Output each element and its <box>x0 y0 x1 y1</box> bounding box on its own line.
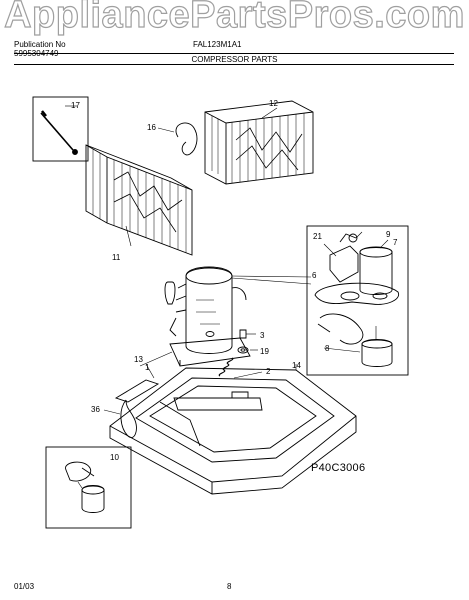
callout-19: 19 <box>260 347 269 356</box>
callout-6: 6 <box>312 271 317 280</box>
model-number: FAL123M1A1 <box>193 40 242 49</box>
part-3-bolt <box>239 329 256 339</box>
leader-lines <box>139 107 389 367</box>
callout-7: 7 <box>393 238 398 247</box>
callout-36: 36 <box>91 405 100 414</box>
callout-12: 12 <box>269 99 278 108</box>
callout-10: 10 <box>110 453 119 462</box>
header-divider <box>14 53 454 54</box>
part-36-strap <box>103 399 137 438</box>
part-13-bracket <box>114 363 160 403</box>
part-14-base-pan <box>109 364 357 495</box>
callout-3: 3 <box>260 331 265 340</box>
title-divider <box>14 64 454 65</box>
footer-page-number: 8 <box>227 582 232 591</box>
compressor-assembly <box>164 266 251 367</box>
callout-labels: 17 12 16 11 21 9 7 6 3 19 8 13 1 2 14 36… <box>71 99 398 462</box>
part-19-grommet <box>237 346 258 354</box>
capacitor-inset <box>306 225 409 376</box>
callout-14: 14 <box>292 361 301 370</box>
callout-21: 21 <box>313 232 322 241</box>
callout-17: 17 <box>71 101 80 110</box>
callout-11: 11 <box>112 253 121 262</box>
publication-label: Publication No <box>14 40 66 49</box>
part-17-sensor <box>32 96 89 162</box>
footer-date: 01/03 <box>14 582 35 591</box>
callout-8: 8 <box>325 344 330 353</box>
part-12-condenser-coil <box>204 100 314 185</box>
part-10-inset <box>45 446 132 529</box>
callout-1: 1 <box>145 363 150 372</box>
diagram-code: P40C3006 <box>311 462 366 474</box>
watermark: AppliancePartsPros.com <box>3 0 465 37</box>
callout-13: 13 <box>134 355 143 364</box>
callout-9: 9 <box>386 230 391 239</box>
part-2-spring <box>218 357 263 379</box>
callout-16: 16 <box>147 123 156 132</box>
part-11-evaporator-coil <box>85 144 193 256</box>
part-16-tube <box>157 122 198 156</box>
section-title: COMPRESSOR PARTS <box>191 55 278 64</box>
callout-2: 2 <box>266 367 271 376</box>
